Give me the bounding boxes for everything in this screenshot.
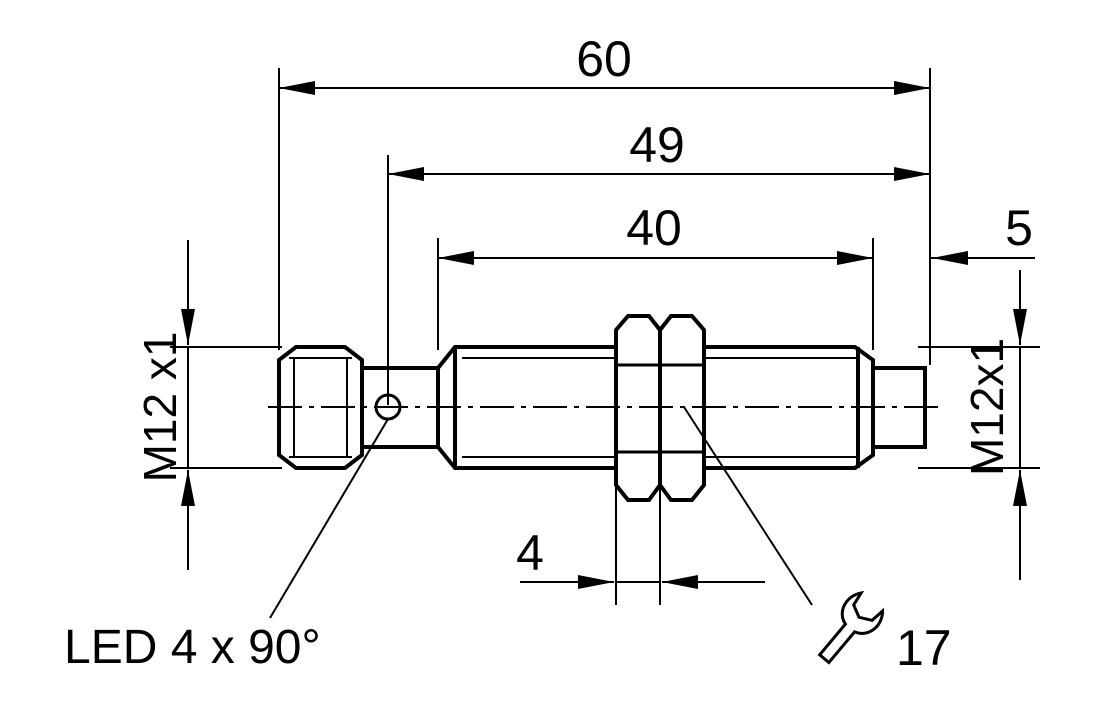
nut-right-face (658, 314, 706, 502)
extension-lines (170, 68, 1040, 605)
thread-label-left: M12 x1 (134, 332, 186, 483)
dimension-lines (181, 81, 1035, 589)
led-leader-line (269, 418, 389, 619)
thread-label-right: M12x1 (961, 338, 1013, 476)
dimension-label-60: 60 (576, 31, 632, 87)
wrench-icon (817, 590, 885, 665)
dimension-label-5: 5 (1005, 200, 1033, 256)
led-label: LED 4 x 90° (64, 621, 321, 674)
wrench-leader-line (683, 406, 813, 606)
dimension-label-4: 4 (516, 525, 544, 581)
wrench-size-label: 17 (896, 620, 952, 676)
connector-head (277, 345, 364, 470)
dimension-label-40: 40 (626, 200, 682, 256)
dimension-label-49: 49 (629, 117, 685, 173)
